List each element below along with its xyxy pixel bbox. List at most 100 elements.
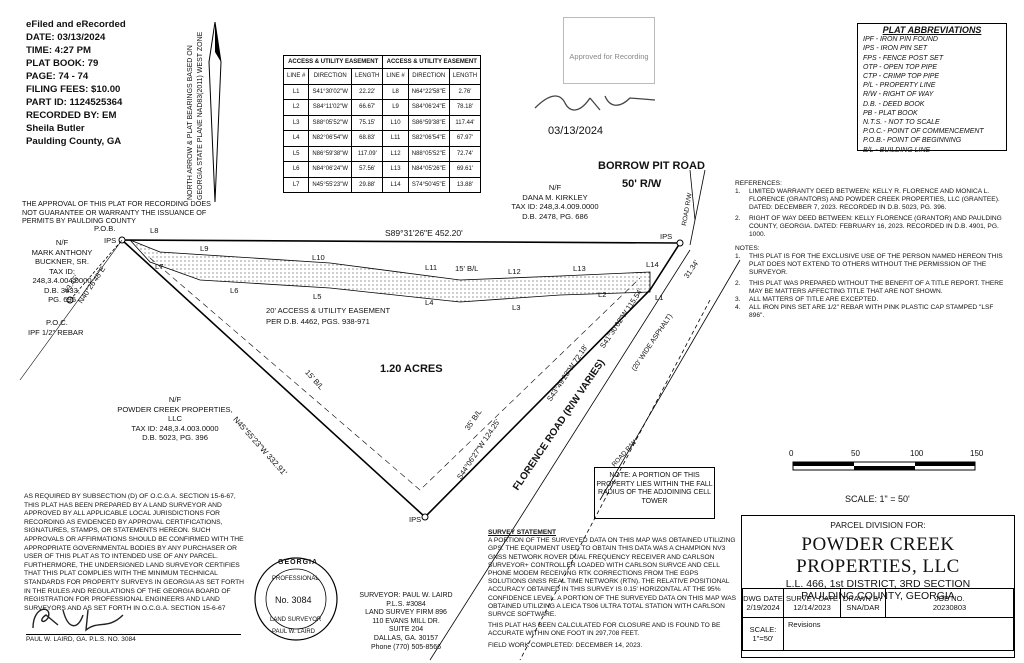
job-no: 20230803: [932, 603, 967, 612]
segment-L11: L11: [425, 263, 438, 272]
title-block: PARCEL DIVISION FOR: POWDER CREEK PROPER…: [741, 515, 1015, 658]
recording-line: DATE: 03/13/2024: [26, 32, 106, 43]
survey-closure: THIS PLAT HAS BEEN CALCULATED FOR CLOSUR…: [488, 622, 721, 638]
survey-statement-title: SURVEY STATEMENT: [488, 529, 557, 536]
abbreviation-item: IPS - IRON PIN SET: [863, 45, 928, 53]
segment-L1: L1: [655, 293, 664, 302]
neighbor-line: D.B. 3433,: [44, 285, 80, 295]
recording-line: FILING FEES: $10.00: [26, 84, 121, 95]
neighbor-line: POWDER CREEK PROPERTIES, LLC: [117, 404, 233, 424]
neighbor-powder-creek: N/F POWDER CREEK PROPERTIES, LLC TAX ID:…: [110, 395, 240, 443]
easement-ref: PER D.B. 4462, PGS. 938-971: [266, 317, 370, 326]
abbreviation-item: B/L - BUILDING LINE: [863, 146, 931, 154]
abbreviation-item: P/L - PROPERTY LINE: [863, 82, 936, 90]
neighbor-line: DANA M. KIRKLEY: [522, 192, 588, 202]
easement-area: [129, 239, 651, 303]
neighbor-line: N/F: [168, 395, 182, 404]
survey-statement-body: A PORTION OF THE SURVEYED DATA ON THIS M…: [488, 537, 737, 619]
scale-label: SCALE:: [749, 625, 777, 634]
abbreviation-item: P.O.C.- POINT OF COMMENCEMENT: [863, 128, 984, 136]
scale-tick: 150: [970, 449, 984, 458]
scale-tick: 0: [789, 449, 794, 458]
bl-15-top: 15' B/L: [455, 264, 479, 273]
pob-label: P.O.B.: [94, 224, 116, 233]
references-title: REFERENCES:: [735, 180, 782, 187]
easement-table-header: ACCESS & UTILITY EASEMENT: [282, 55, 384, 69]
segment-L12: L12: [508, 267, 521, 276]
abbreviation-item: D.B. - DEED BOOK: [863, 100, 925, 108]
abbreviation-item: R/W - RIGHT OF WAY: [863, 91, 934, 99]
revisions-label: Revisions: [788, 620, 821, 629]
drawn-by: SNA/DAR: [846, 603, 880, 612]
company-name: POWDER CREEK PROPERTIES, LLC: [796, 534, 960, 577]
table-cell: L10: [382, 114, 409, 131]
stamp-date: 03/13/2024: [548, 125, 604, 137]
recording-line: RECORDED BY: EM: [26, 110, 117, 121]
surveyor-line: P.L.S. #3084: [386, 600, 426, 608]
approved-stamp: Approved for Recording: [563, 17, 655, 84]
cell-tower-note: NOTE: A PORTION OF THIS PROPERTY LIES WI…: [594, 467, 715, 519]
reference-item: 1.LIMITED WARRANTY DEED BETWEEN: KELLY R…: [735, 188, 1005, 212]
poc-label: P.O.C.: [46, 318, 68, 327]
segment-L5: L5: [313, 292, 322, 301]
note-item: 3.ALL MATTERS OF TITLE ARE EXCEPTED.: [735, 296, 879, 303]
surveyor-line: SUITE 204: [388, 626, 424, 634]
recording-line: PAGE: 74 - 74: [26, 71, 89, 82]
neighbor-kirkley: N/F DANA M. KIRKLEY TAX ID: 248,3.4.009.…: [495, 183, 615, 221]
neighbor-line: D.B. 2478, PG. 686: [522, 211, 588, 221]
segment-L8: L8: [150, 226, 159, 235]
surveyor-line: SURVEYOR: PAUL W. LAIRD: [359, 592, 453, 599]
note-item: 4.ALL IRON PINS SET ARE 1/2" REBAR WITH …: [735, 304, 1005, 320]
ips-label: IPS: [660, 232, 673, 241]
note-text: ALL IRON PINS SET ARE 1/2" REBAR WITH PI…: [749, 304, 994, 319]
segment-L14: L14: [646, 260, 659, 269]
surveyor-line: Phone (770) 505-8566: [370, 643, 442, 651]
segment-L4: L4: [425, 298, 434, 307]
reference-text: RIGHT OF WAY DEED BETWEEN: KELLY FLORENC…: [749, 215, 1002, 238]
easement-table: ACCESS & UTILITY EASEMENT ACCESS & UTILI…: [282, 55, 482, 193]
signature-caption: PAUL W. LAIRD, GA. P.L.S. NO. 3084: [26, 634, 241, 643]
scale-tick: 50: [851, 449, 860, 458]
surveyor-signature: [32, 608, 124, 632]
recording-info: eFiled and eRecorded DATE: 03/13/2024 TI…: [26, 18, 156, 148]
neighbor-line: PG. 695: [48, 295, 76, 304]
acres-label: 1.20 ACRES: [380, 363, 443, 375]
seal-top: GEORGIA: [278, 559, 319, 566]
segment-L6: L6: [230, 286, 239, 295]
neighbor-line: D.B. 5023, PG. 396: [142, 433, 208, 442]
drawn-by-label: DRAWN BY: [842, 594, 884, 603]
table-cell: S74°50'45"E: [407, 176, 450, 193]
neighbor-line: TAX ID: 248,3.4.003.0000: [131, 423, 219, 433]
easement-table-header: ACCESS & UTILITY EASEMENT: [382, 55, 482, 69]
ips-label: IPS: [104, 236, 117, 245]
note-text: THIS PLAT IS FOR THE EXCLUSIVE USE OF TH…: [749, 253, 1003, 276]
segment-L7: L7: [155, 262, 164, 271]
surveyor-line: LAND SURVEY FIRM 896: [365, 609, 447, 617]
scale-value: 1"=50': [752, 634, 774, 643]
abbreviation-item: N.T.S. - NOT TO SCALE: [863, 119, 940, 127]
certification-text: AS REQUIRED BY SUBSECTION (d) OF O.C.G.A…: [24, 493, 244, 612]
easement-note: 20' ACCESS & UTILITY EASEMENT: [266, 306, 391, 315]
neighbor-line: BUCKNER, SR.: [34, 257, 89, 266]
references-notes: REFERENCES: 1.LIMITED WARRANTY DEED BETW…: [735, 180, 1005, 320]
north-arrow-icon: [208, 22, 222, 203]
property-boundary: [121, 239, 682, 519]
recording-line: eFiled and eRecorded: [26, 19, 126, 30]
seal-number: No. 3084: [275, 595, 312, 605]
scale-bar: [792, 461, 976, 471]
note-text: ALL MATTERS OF TITLE ARE EXCEPTED.: [749, 296, 879, 303]
note-text: THIS PLAT WAS PREPARED WITHOUT THE BENEF…: [749, 280, 1004, 295]
recording-line: PLAT BOOK: 79: [26, 58, 99, 69]
parcel-label: PARCEL DIVISION FOR:: [830, 520, 926, 530]
notes-title: NOTES:: [735, 245, 760, 252]
survey-date: 12/14/2023: [793, 603, 831, 612]
note-item: 2.THIS PLAT WAS PREPARED WITHOUT THE BEN…: [735, 280, 1004, 295]
abbreviations-title: PLAT ABBREVIATIONS: [882, 25, 982, 35]
abbreviation-item: FPS - FENCE POST SET: [863, 54, 944, 62]
